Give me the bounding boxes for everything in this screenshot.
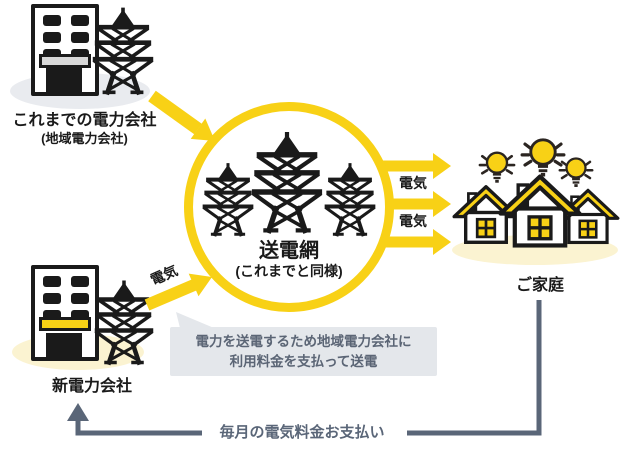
- grid-label: 送電網: [259, 240, 319, 262]
- payment-arrowhead: [67, 403, 89, 421]
- building-awning: [39, 317, 91, 331]
- payment-line-left: [75, 419, 203, 436]
- pylon-icon: [202, 158, 254, 242]
- pylon-icon: [324, 158, 376, 242]
- bulb-icon: [478, 148, 516, 188]
- electricity-arrow: [382, 229, 451, 255]
- note-bubble-tail: [176, 312, 214, 328]
- note-bubble: 電力を送電するため地域電力会社に 利用料金を支払って送電: [170, 327, 437, 376]
- building-windows: [35, 8, 95, 60]
- homes-label: ご家庭: [515, 277, 564, 294]
- building-icon: [31, 4, 99, 96]
- electricity-label: 電気: [399, 213, 427, 229]
- building-entrance: [46, 333, 82, 357]
- grid-sublabel: (これまでと同様): [235, 263, 343, 279]
- note-line-1: 電力を送電するため地域電力会社に: [195, 333, 412, 349]
- old-company-sublabel: (地域電力会社): [41, 131, 128, 146]
- pylon-icon: [94, 277, 154, 369]
- electricity-label: 電気: [399, 175, 427, 191]
- electricity-label: 電気: [147, 262, 181, 289]
- building-windows: [35, 269, 95, 321]
- pylon-icon: [92, 7, 154, 96]
- new-company-label: 新電力会社: [51, 378, 132, 395]
- building-icon: [31, 265, 99, 361]
- old-company-label: これまでの電力会社: [12, 112, 157, 129]
- building-awning: [39, 54, 91, 68]
- note-line-2: 利用料金を支払って送電: [229, 353, 378, 369]
- bulb-icon: [558, 154, 594, 192]
- pylon-icon: [251, 124, 323, 242]
- payment-label: 毎月の電気料金お支払い: [202, 424, 402, 442]
- building-entrance: [46, 68, 82, 92]
